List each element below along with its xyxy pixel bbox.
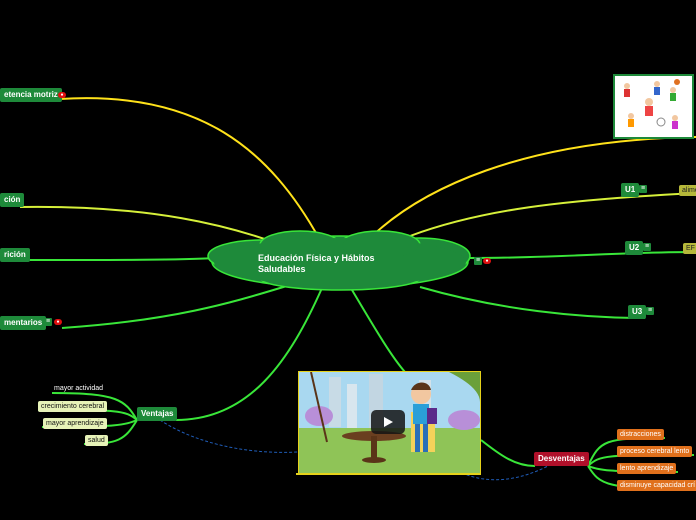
- red-marker-icon[interactable]: ●: [58, 92, 66, 98]
- note-icon[interactable]: ≡: [474, 257, 482, 265]
- central-topic-title[interactable]: Educación Física y Hábitos Saludables: [258, 253, 375, 274]
- desventajas-item[interactable]: proceso cerebral lento: [617, 446, 693, 457]
- sports-image[interactable]: [613, 74, 694, 139]
- desventajas-item[interactable]: distracciones: [617, 429, 664, 440]
- ventajas-item[interactable]: mayor actividad: [54, 385, 104, 392]
- topic-u1[interactable]: U1: [621, 183, 640, 197]
- branch-right-image: [369, 136, 696, 239]
- ventajas-node[interactable]: Ventajas: [137, 407, 178, 421]
- video-underline: [296, 473, 481, 475]
- cartoon-scene: [299, 372, 480, 474]
- subtopic-ef[interactable]: EF: [683, 243, 696, 254]
- branch-left-4: [61, 284, 291, 329]
- branch-left-3: [23, 257, 216, 261]
- branch-right-u3: [419, 286, 646, 319]
- ventajas-item[interactable]: crecimiento cerebral: [38, 401, 108, 412]
- branch-left-1: [59, 97, 321, 241]
- video-thumbnail[interactable]: [298, 371, 481, 475]
- note-icon[interactable]: ≡: [646, 307, 654, 315]
- ventajas-item[interactable]: mayor aprendizaje: [43, 418, 107, 429]
- branch-video: [351, 289, 406, 373]
- desventajas-node[interactable]: Desventajas: [534, 452, 589, 466]
- topic-left-2[interactable]: ción: [0, 193, 25, 207]
- vent-leaf-1: [51, 392, 138, 421]
- note-icon[interactable]: ≡: [639, 185, 647, 193]
- branch-right-u1: [409, 192, 696, 237]
- desventajas-item[interactable]: lento aprendizaje: [617, 463, 677, 474]
- branch-desventajas: [480, 439, 536, 467]
- topic-u3[interactable]: U3: [628, 305, 647, 319]
- note-icon[interactable]: ≡: [44, 318, 52, 326]
- red-marker-icon[interactable]: ●: [483, 258, 491, 264]
- topic-complementarios[interactable]: mentarios: [0, 316, 47, 330]
- topic-nutricion[interactable]: rición: [0, 248, 30, 262]
- kids-sports-illustration: [624, 79, 680, 129]
- play-icon[interactable]: [371, 410, 405, 434]
- ventajas-item[interactable]: salud: [85, 435, 108, 446]
- note-icon[interactable]: ≡: [643, 243, 651, 251]
- subtopic-alime[interactable]: alime: [679, 185, 696, 196]
- branch-right-u2: [469, 251, 696, 259]
- desventajas-item[interactable]: disminuye capacidad crí: [617, 480, 696, 491]
- topic-u2[interactable]: U2: [625, 241, 644, 255]
- branch-ventajas: [175, 287, 323, 421]
- red-marker-icon[interactable]: ●: [54, 319, 62, 325]
- relation-link-left: [159, 419, 299, 453]
- topic-competencia-motriz[interactable]: etencia motriz: [0, 88, 62, 102]
